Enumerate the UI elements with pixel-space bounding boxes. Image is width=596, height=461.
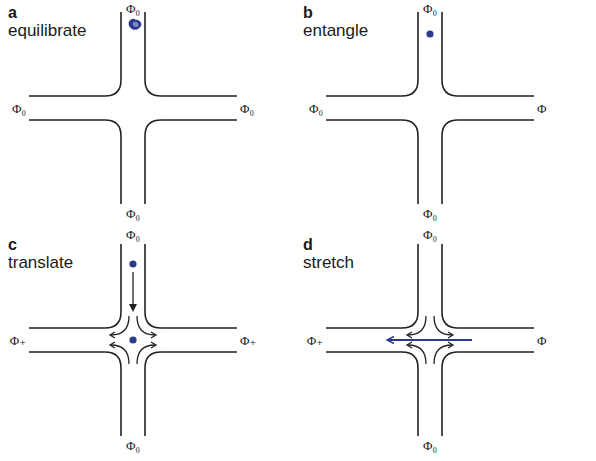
step-title: stretch	[303, 254, 354, 271]
panel-letter: a	[8, 5, 17, 21]
potential-label: Φ₊	[10, 334, 26, 347]
potential-label: Φ₀	[309, 102, 323, 115]
potential-label: Φ	[537, 102, 547, 115]
potential-label: Φ₀	[126, 439, 140, 452]
panel-letter: c	[8, 237, 17, 253]
potential-label: Φ₀	[126, 207, 140, 220]
potential-label: Φ₀	[423, 439, 437, 452]
channel-b	[326, 12, 534, 204]
potential-label: Φ	[537, 334, 547, 347]
potential-label: Φ₀	[126, 228, 140, 241]
potential-label: Φ₀	[240, 102, 254, 115]
step-title: entangle	[303, 22, 368, 39]
potential-label: Φ₀	[423, 207, 437, 220]
panel-letter: d	[303, 237, 313, 253]
panel-letter: b	[303, 5, 313, 21]
step-title: equilibrate	[8, 22, 86, 39]
step-title: translate	[8, 254, 73, 271]
channel-c	[29, 244, 237, 436]
potential-label: Φ₊	[307, 334, 323, 347]
channel-d	[326, 244, 534, 436]
channel-a	[29, 12, 237, 204]
potential-label: Φ₀	[126, 2, 140, 15]
potential-label: Φ₊	[240, 334, 256, 347]
potential-label: Φ₀	[423, 228, 437, 241]
potential-label: Φ₀	[423, 2, 437, 15]
potential-label: Φ₀	[12, 102, 26, 115]
